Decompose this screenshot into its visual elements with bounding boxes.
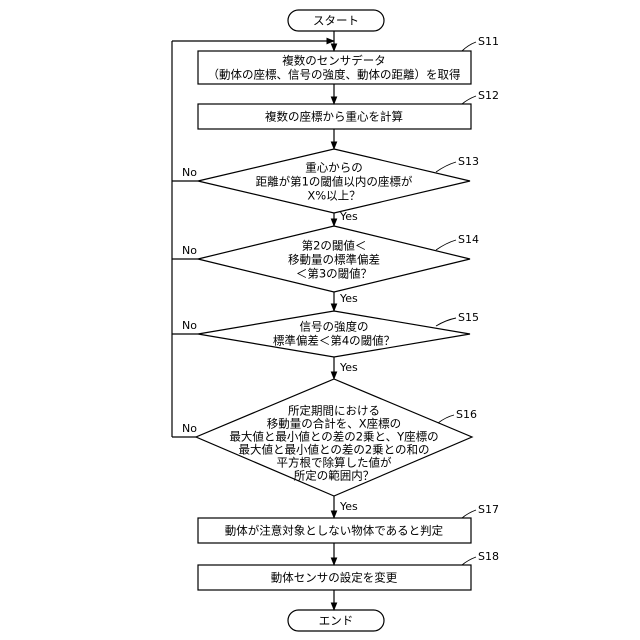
end-terminal: エンド [288,610,384,631]
end-label: エンド [319,614,354,628]
step-s12-process: 複数の座標から重心を計算 S12 [198,89,499,129]
s11-step-label: S11 [478,35,499,48]
s12-step-label: S12 [478,89,499,102]
s12-line-1: 複数の座標から重心を計算 [265,110,403,124]
s14-no-label: No [182,244,197,257]
s18-line-1: 動体センサの設定を変更 [271,571,398,585]
s15-yes-label: Yes [339,361,358,374]
s13-no-label: No [182,166,197,179]
s13-line-1: 重心からの [305,161,363,175]
s16-line-2: 移動量の合計を、X座標の [267,417,401,431]
s14-line-2: 移動量の標準偏差 [288,253,380,267]
s16-line-4: 最大値と最小値との差の2乗との和の [238,443,429,457]
s11-line-2: （動体の座標、信号の強度、動体の距離）を取得 [208,68,461,82]
s16-line-1: 所定期間における [288,404,380,418]
s13-step-label: S13 [458,155,479,168]
step-s18-process: 動体センサの設定を変更 S18 [198,550,499,590]
s15-step-label: S15 [458,311,479,324]
s13-line-2: 距離が第1の閾値以内の座標が [256,175,413,189]
start-terminal: スタート [288,10,384,31]
s15-line-1: 信号の強度の [300,320,369,334]
s14-line-3: ＜第3の閾値？ [296,267,372,281]
s13-yes-label: Yes [339,210,358,223]
s13-line-3: X%以上？ [307,189,360,203]
s14-step-label: S14 [458,233,479,246]
s16-line-5: 平方根で除算した値が [277,456,392,470]
s16-line-6: 所定の範囲内？ [294,469,375,483]
step-s11-process: 複数のセンサデータ （動体の座標、信号の強度、動体の距離）を取得 S11 [198,35,499,84]
s18-step-label: S18 [478,550,499,563]
s16-no-label: No [182,422,197,435]
s16-yes-label: Yes [339,500,358,513]
step-s16-decision: 所定期間における 移動量の合計を、X座標の 最大値と最小値との差の2乗と、Y座標… [196,379,477,496]
step-s14-decision: 第2の閾値＜ 移動量の標準偏差 ＜第3の閾値？ S14 [198,226,479,292]
s15-no-label: No [182,319,197,332]
s16-step-label: S16 [456,408,477,421]
s17-step-label: S17 [478,503,499,516]
start-label: スタート [313,14,359,28]
s11-line-1: 複数のセンサデータ [282,54,386,68]
s16-line-3: 最大値と最小値との差の2乗と、Y座標の [229,430,438,444]
s14-yes-label: Yes [339,292,358,305]
s17-line-1: 動体が注意対象としない物体であると判定 [225,524,444,538]
step-s15-decision: 信号の強度の 標準偏差＜第4の閾値？ S15 [198,311,479,357]
s15-line-2: 標準偏差＜第4の閾値？ [273,334,395,348]
s14-line-1: 第2の閾値＜ [302,239,367,253]
step-s13-decision: 重心からの 距離が第1の閾値以内の座標が X%以上？ S13 [198,149,479,213]
